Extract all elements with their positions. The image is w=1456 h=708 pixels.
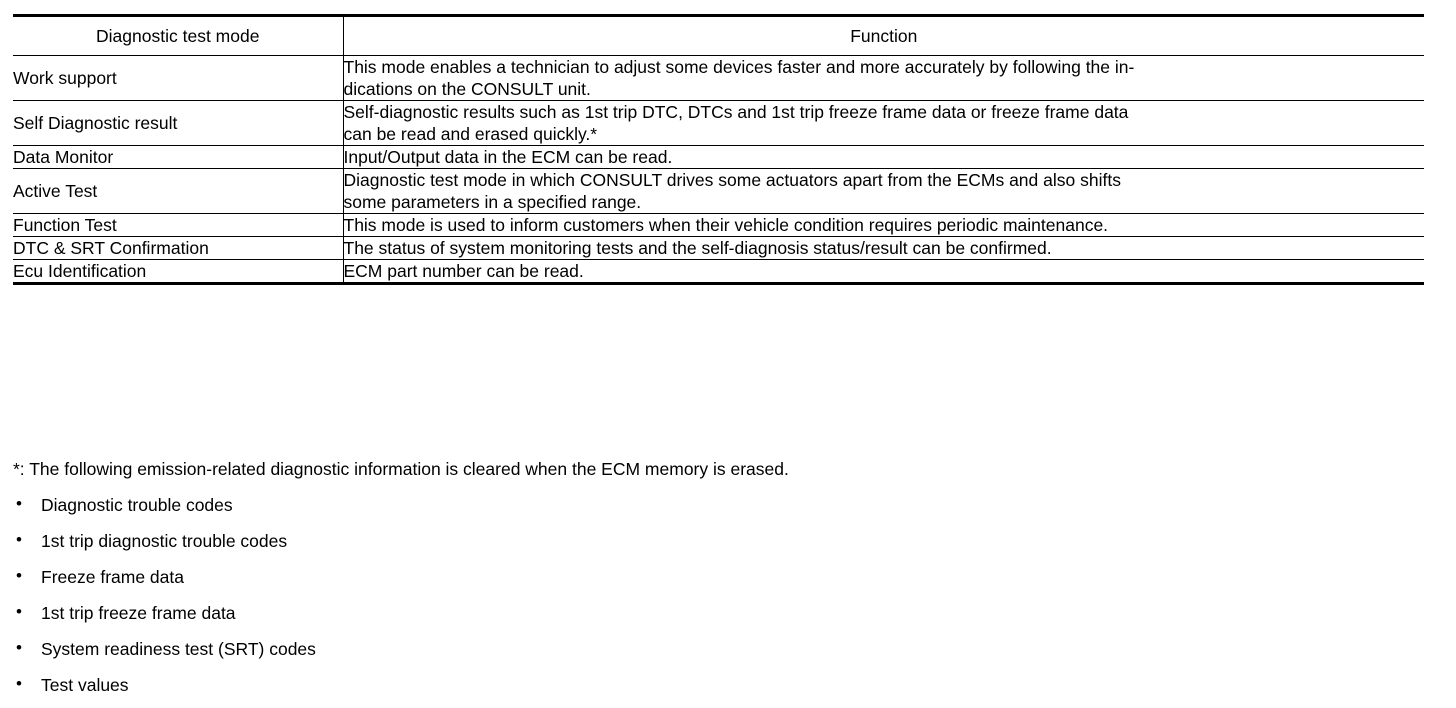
diagnostic-test-mode-table-container: Diagnostic test mode Function Work suppo… — [13, 14, 1424, 285]
cell-function-line: Input/Output data in the ECM can be read… — [343, 147, 673, 167]
bullet-icon: • — [16, 494, 22, 513]
cell-mode: Active Test — [13, 181, 98, 201]
cell-function: Diagnostic test mode in which CONSULT dr… — [342, 168, 1424, 214]
list-item: • Freeze frame data — [13, 566, 1433, 588]
cell-function: This mode enables a technician to adjust… — [342, 55, 1424, 101]
bullet-icon: • — [16, 530, 22, 549]
list-item-label: Diagnostic trouble codes — [41, 495, 233, 515]
cell-function-line: The status of system monitoring tests an… — [343, 238, 1052, 258]
cell-function: Input/Output data in the ECM can be read… — [342, 145, 1424, 169]
bullet-icon: • — [16, 638, 22, 657]
cell-mode: Self Diagnostic result — [13, 113, 178, 133]
list-item-label: Test values — [41, 675, 129, 695]
cell-function-line: Diagnostic test mode in which CONSULT dr… — [343, 170, 1121, 190]
cell-function-line: dications on the CONSULT unit. — [343, 79, 591, 99]
list-item-label: 1st trip diagnostic trouble codes — [41, 531, 288, 551]
table-row: Function Test This mode is used to infor… — [13, 213, 1424, 237]
table-row: Ecu Identification ECM part number can b… — [13, 259, 1424, 284]
cell-function-line: Self-diagnostic results such as 1st trip… — [343, 102, 1129, 122]
list-item: • 1st trip freeze frame data — [13, 602, 1433, 624]
bullet-icon: • — [16, 602, 22, 621]
cell-function-line: can be read and erased quickly.* — [343, 124, 598, 144]
bullet-icon: • — [16, 674, 22, 693]
cell-function-line: some parameters in a specified range. — [343, 192, 642, 212]
cell-function: This mode is used to inform customers wh… — [342, 213, 1424, 237]
cell-mode: Work support — [13, 68, 117, 88]
cell-mode: Function Test — [13, 215, 117, 235]
list-item: • Diagnostic trouble codes — [13, 494, 1433, 516]
table-row: DTC & SRT Confirmation The status of sys… — [13, 236, 1424, 260]
cell-function: Self-diagnostic results such as 1st trip… — [342, 100, 1424, 146]
table-row: Data Monitor Input/Output data in the EC… — [13, 145, 1424, 169]
bullet-icon: • — [16, 566, 22, 585]
list-item: • 1st trip diagnostic trouble codes — [13, 530, 1433, 552]
list-item: • System readiness test (SRT) codes — [13, 638, 1433, 660]
cell-mode: DTC & SRT Confirmation — [13, 238, 209, 258]
list-item-label: System readiness test (SRT) codes — [41, 639, 316, 659]
cell-function-line: This mode is used to inform customers wh… — [343, 215, 1109, 235]
list-item-label: 1st trip freeze frame data — [41, 603, 236, 623]
cell-function: The status of system monitoring tests an… — [342, 236, 1424, 260]
table-body: Work support This mode enables a technic… — [13, 55, 1424, 284]
footnote-section: *: The following emission-related diagno… — [13, 458, 1433, 708]
footnote-text: *: The following emission-related diagno… — [13, 459, 789, 479]
cell-function-line: ECM part number can be read. — [343, 261, 584, 281]
cell-function-line: This mode enables a technician to adjust… — [343, 57, 1135, 77]
table-row: Self Diagnostic result Self-diagnostic r… — [13, 100, 1424, 146]
diagnostic-test-mode-table: Diagnostic test mode Function Work suppo… — [13, 14, 1424, 285]
list-item: • Test values — [13, 674, 1433, 696]
table-row: Work support This mode enables a technic… — [13, 55, 1424, 101]
list-item-label: Freeze frame data — [41, 567, 184, 587]
table-row: Active Test Diagnostic test mode in whic… — [13, 168, 1424, 214]
cell-mode: Data Monitor — [13, 147, 114, 167]
cell-mode: Ecu Identification — [13, 261, 147, 281]
cell-function: ECM part number can be read. — [342, 259, 1424, 284]
table-header-row: Diagnostic test mode Function — [13, 15, 1424, 56]
column-header-function: Function — [342, 15, 1424, 56]
column-header-diagnostic-test-mode: Diagnostic test mode — [96, 26, 260, 46]
cleared-information-list: • Diagnostic trouble codes • 1st trip di… — [13, 494, 1433, 696]
